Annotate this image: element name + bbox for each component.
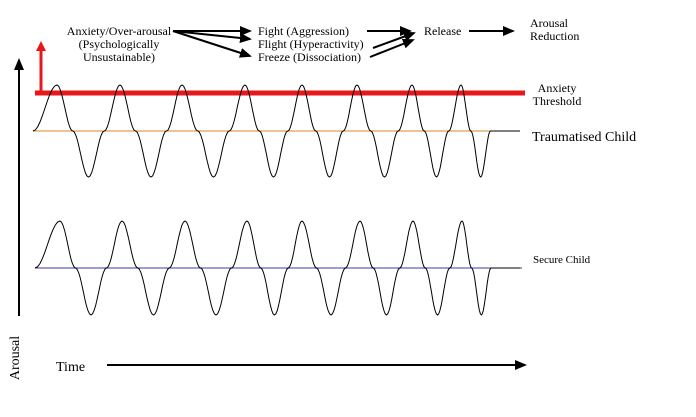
traumatised-child-label: Traumatised Child (532, 130, 637, 145)
x-axis-label: Time (56, 360, 86, 375)
reduction-line-2: Reduction (530, 29, 580, 43)
anxiety-line-3: Unsustainable) (83, 50, 155, 64)
traumatised-arousal-wave (32, 84, 520, 178)
y-axis-label: Arousal (8, 335, 24, 381)
arrow-to-flight (172, 30, 252, 43)
freeze-label: Freeze (Dissociation) (258, 50, 361, 64)
anxiety-label: Anxiety/Over-arousal (Psychologically Un… (60, 25, 178, 64)
reduction-line-1: Arousal (530, 16, 568, 30)
anxiety-line-2: (Psychologically (78, 37, 160, 51)
arrow-to-freeze (172, 30, 252, 58)
release-label: Release (424, 24, 462, 38)
threshold-line-2: Threshold (532, 94, 582, 108)
arrow-freeze-release (369, 39, 415, 58)
responses-label: Fight (Aggression) Flight (Hyperactivity… (258, 25, 364, 64)
arrow-flight-release (372, 31, 416, 49)
secure-arousal-wave (34, 220, 520, 316)
arousal-reduction-label: Arousal Reduction (530, 17, 579, 43)
flight-label: Flight (Hyperactivity) (258, 37, 364, 51)
secure-child-label: Secure Child (533, 254, 591, 266)
anxiety-line-1: Anxiety/Over-arousal (66, 24, 172, 38)
threshold-label: Anxiety Threshold (530, 82, 584, 108)
threshold-line-1: Anxiety (537, 81, 577, 95)
fight-label: Fight (Aggression) (258, 24, 349, 38)
